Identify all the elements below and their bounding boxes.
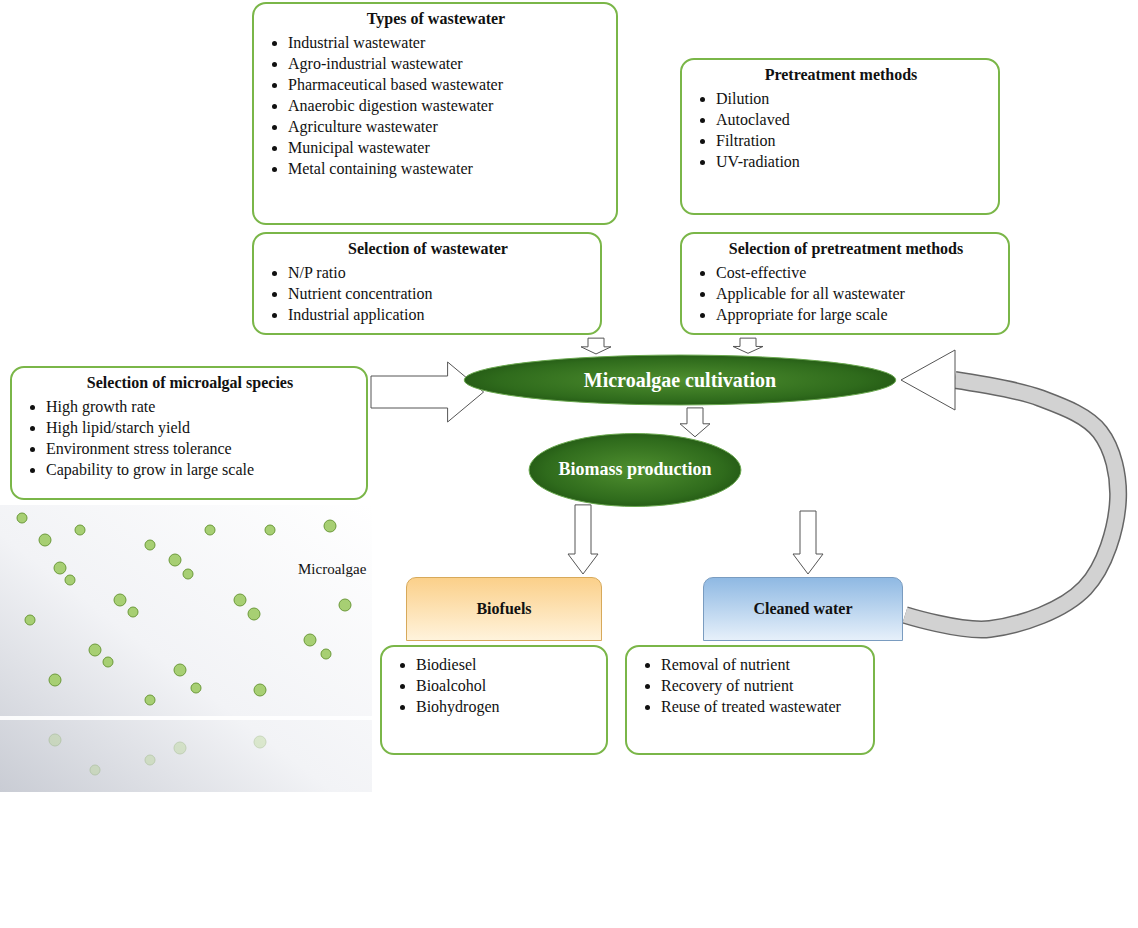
output-tab: Biofuels	[406, 577, 602, 641]
flow-arrow	[371, 362, 484, 422]
flow-arrow	[680, 408, 710, 437]
box-heading: Pretreatment methods	[694, 65, 988, 86]
bullet-list: Cost-effectiveApplicable for all wastewa…	[694, 262, 998, 325]
algae-reflection	[49, 734, 266, 775]
box-heading: Selection of pretreatment methods	[694, 239, 998, 260]
list-box: BiodieselBioalcoholBiohydrogen	[380, 645, 608, 755]
bullet-list: Removal of nutrientRecovery of nutrientR…	[639, 654, 863, 717]
bullet-item: UV-radiation	[716, 151, 988, 172]
photo-label: Microalgae	[298, 561, 366, 578]
box-heading: Selection of microalgal species	[24, 373, 356, 394]
list-box: Removal of nutrientRecovery of nutrientR…	[625, 645, 875, 755]
flow-arrow	[901, 350, 1118, 629]
bullet-item: Pharmaceutical based wastewater	[288, 74, 606, 95]
box-heading: Types of wastewater	[266, 9, 606, 30]
bullet-list: BiodieselBioalcoholBiohydrogen	[394, 654, 596, 717]
bullet-list: Industrial wastewaterAgro-industrial was…	[266, 32, 606, 180]
bullet-item: Reuse of treated wastewater	[661, 696, 863, 717]
node-text: Biomass production	[558, 459, 711, 481]
bullet-list: N/P ratioNutrient concentrationIndustria…	[266, 262, 590, 325]
bullet-item: Agriculture wastewater	[288, 116, 606, 137]
return-band-outline	[905, 380, 1118, 629]
bullet-item: Appropriate for large scale	[716, 304, 998, 325]
bullet-item: Capability to grow in large scale	[46, 459, 356, 480]
bullet-item: Metal containing wastewater	[288, 158, 606, 179]
bullet-item: Anaerobic digestion wastewater	[288, 95, 606, 116]
algae-cells	[17, 513, 351, 705]
criteria-box: Selection of pretreatment methodsCost-ef…	[680, 232, 1010, 335]
flow-arrow	[581, 338, 611, 354]
block-arrow	[793, 511, 823, 574]
flow-arrow	[568, 505, 598, 574]
process-ellipse: Biomass production	[528, 432, 742, 508]
ellipse-shape	[529, 434, 741, 507]
arrow-head	[901, 350, 955, 410]
process-ellipse: Microalgae cultivation	[462, 354, 898, 406]
criteria-box: Selection of microalgal speciesHigh grow…	[10, 366, 368, 500]
bullet-item: Dilution	[716, 88, 988, 109]
bullet-item: Nutrient concentration	[288, 283, 590, 304]
bullet-list: DilutionAutoclavedFiltrationUV-radiation	[694, 88, 988, 172]
bullet-item: Autoclaved	[716, 109, 988, 130]
output-tab: Cleaned water	[703, 577, 903, 641]
node-text: Biofuels	[476, 600, 531, 618]
block-arrow	[733, 338, 763, 353]
bullet-item: Industrial wastewater	[288, 32, 606, 53]
bullet-item: N/P ratio	[288, 262, 590, 283]
flow-arrow	[733, 338, 763, 353]
flow-arrow	[793, 511, 823, 574]
bullet-list: High growth rateHigh lipid/starch yieldE…	[24, 396, 356, 480]
photo-ground	[0, 505, 372, 792]
return-band	[905, 380, 1118, 629]
bullet-item: Bioalcohol	[416, 675, 596, 696]
bullet-item: High lipid/starch yield	[46, 417, 356, 438]
bullet-item: Biodiesel	[416, 654, 596, 675]
bullet-item: Applicable for all wastewater	[716, 283, 998, 304]
bullet-item: Municipal wastewater	[288, 137, 606, 158]
bullet-item: Cost-effective	[716, 262, 998, 283]
bullet-item: Filtration	[716, 130, 988, 151]
node-text: Microalgae cultivation	[584, 368, 776, 392]
bullet-item: Biohydrogen	[416, 696, 596, 717]
block-arrow	[371, 362, 484, 422]
block-arrow	[680, 408, 710, 437]
bullet-item: Removal of nutrient	[661, 654, 863, 675]
category-box: Pretreatment methodsDilutionAutoclavedFi…	[680, 58, 1000, 215]
photo-glint	[0, 716, 372, 720]
block-arrow	[581, 338, 611, 354]
bullet-item: Recovery of nutrient	[661, 675, 863, 696]
box-heading: Selection of wastewater	[266, 239, 590, 260]
criteria-box: Selection of wastewaterN/P ratioNutrient…	[252, 232, 602, 335]
block-arrow	[568, 505, 598, 574]
category-box: Types of wastewaterIndustrial wastewater…	[252, 2, 618, 225]
bullet-item: High growth rate	[46, 396, 356, 417]
bullet-item: Industrial application	[288, 304, 590, 325]
bullet-item: Environment stress tolerance	[46, 438, 356, 459]
node-text: Cleaned water	[753, 600, 852, 618]
ellipse-shape	[464, 355, 896, 405]
bullet-item: Agro-industrial wastewater	[288, 53, 606, 74]
